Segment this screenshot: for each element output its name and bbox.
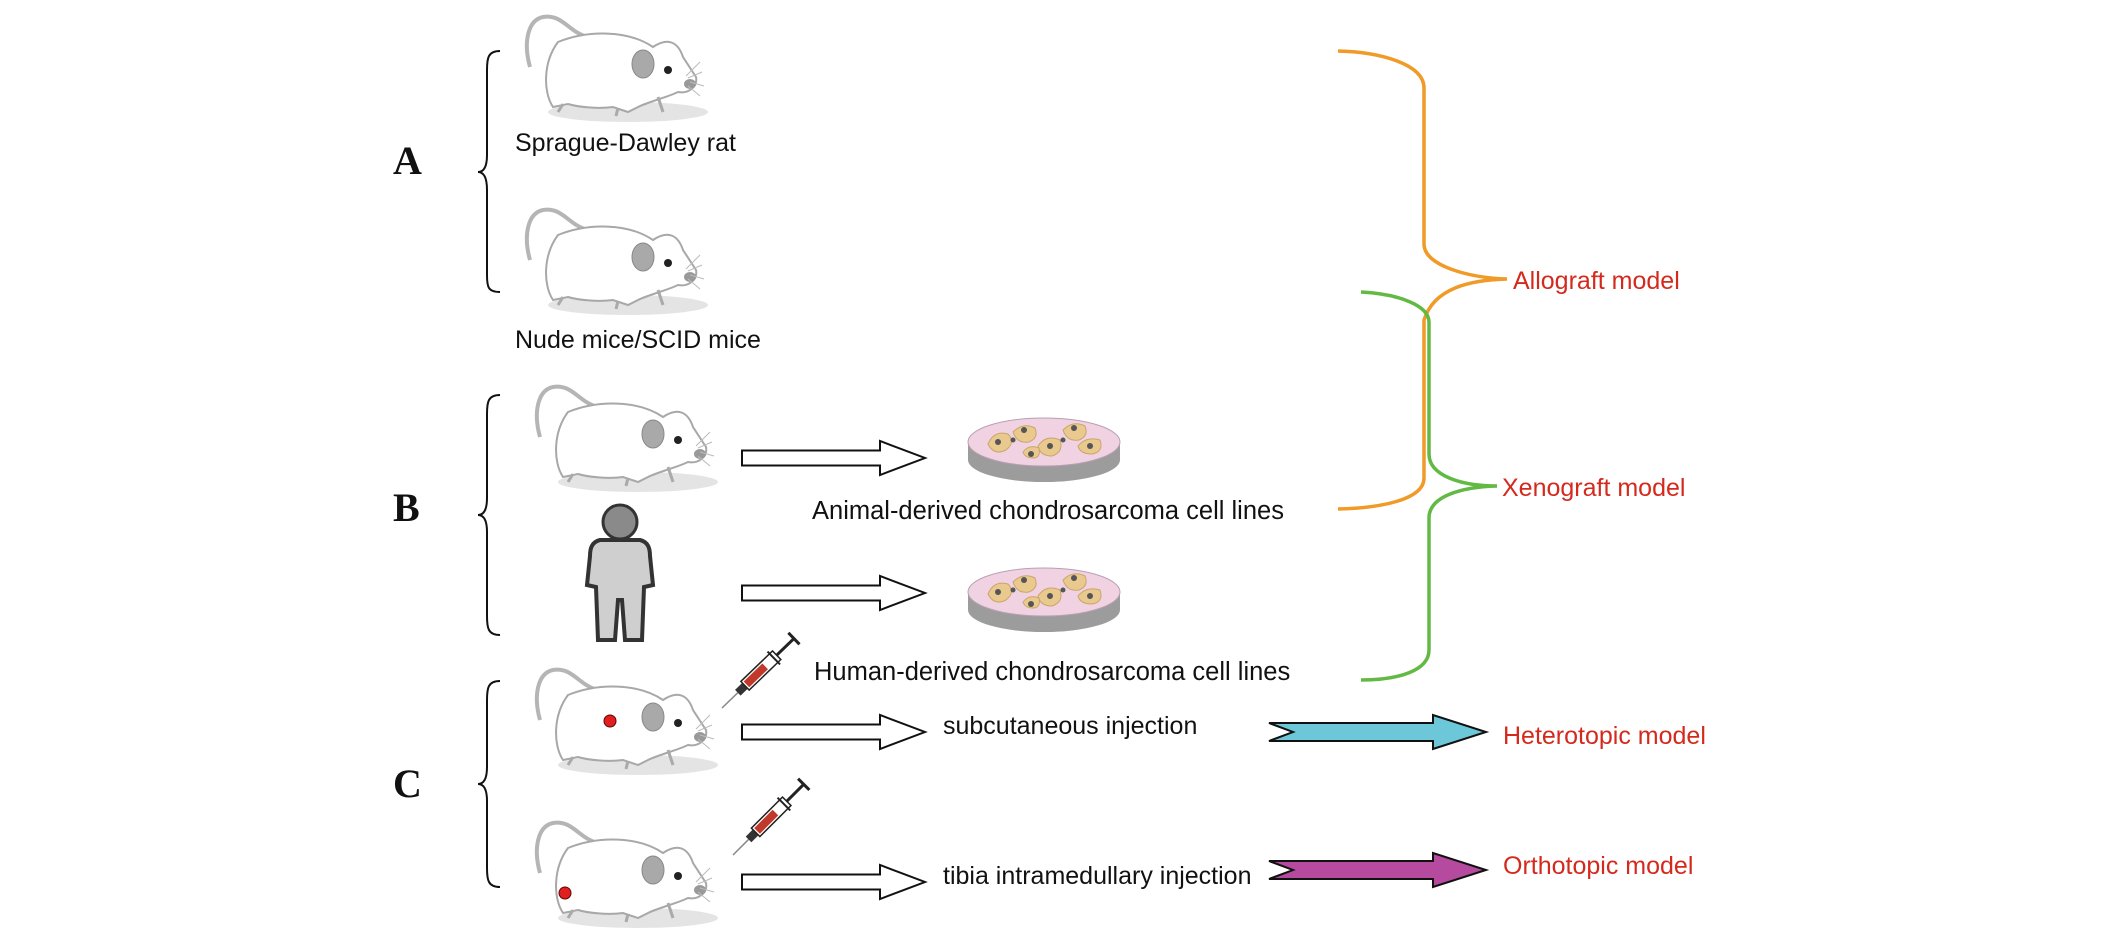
syringe-icon bbox=[714, 630, 802, 716]
subcutaneous-injection-label: subcutaneous injection bbox=[943, 712, 1198, 740]
panel-label-c: C bbox=[393, 761, 422, 806]
mouse-icon bbox=[534, 820, 720, 930]
heterotopic-model-label: Heterotopic model bbox=[1503, 722, 1706, 750]
rat-icon bbox=[524, 14, 710, 124]
brace-b bbox=[477, 394, 501, 636]
human-icon bbox=[584, 503, 656, 642]
petri-dish-icon bbox=[967, 567, 1121, 633]
human-derived-cells-label: Human-derived chondrosarcoma cell lines bbox=[814, 658, 1291, 686]
heterotopic-arrow bbox=[1268, 713, 1490, 751]
allograft-model-label: Allograft model bbox=[1513, 267, 1680, 295]
animal-derived-cells-label: Animal-derived chondrosarcoma cell lines bbox=[812, 497, 1284, 525]
orthotopic-arrow bbox=[1268, 851, 1490, 889]
nude-scid-mice-label: Nude mice/SCID mice bbox=[515, 326, 761, 354]
petri-dish-icon bbox=[967, 417, 1121, 483]
arrow-to-animal-cells bbox=[741, 440, 926, 476]
mouse-icon bbox=[534, 384, 720, 494]
allograft-brace bbox=[1337, 49, 1508, 511]
orthotopic-model-label: Orthotopic model bbox=[1503, 852, 1694, 880]
syringe-icon bbox=[725, 776, 812, 863]
panel-label-b: B bbox=[393, 485, 420, 530]
brace-a bbox=[477, 50, 501, 293]
mouse-icon bbox=[524, 207, 710, 317]
brace-c bbox=[477, 680, 501, 888]
arrow-to-intramedullary bbox=[741, 864, 926, 900]
injection-site-dot bbox=[558, 886, 572, 900]
mouse-icon bbox=[534, 667, 720, 777]
xenograft-brace bbox=[1360, 290, 1498, 682]
arrow-to-subcutaneous bbox=[741, 714, 926, 750]
tibia-injection-label: tibia intramedullary injection bbox=[943, 862, 1252, 890]
panel-label-a: A bbox=[393, 138, 422, 183]
injection-site-dot bbox=[603, 714, 617, 728]
arrow-to-human-cells bbox=[741, 575, 926, 611]
xenograft-model-label: Xenograft model bbox=[1502, 474, 1686, 502]
sprague-dawley-label: Sprague-Dawley rat bbox=[515, 129, 736, 157]
